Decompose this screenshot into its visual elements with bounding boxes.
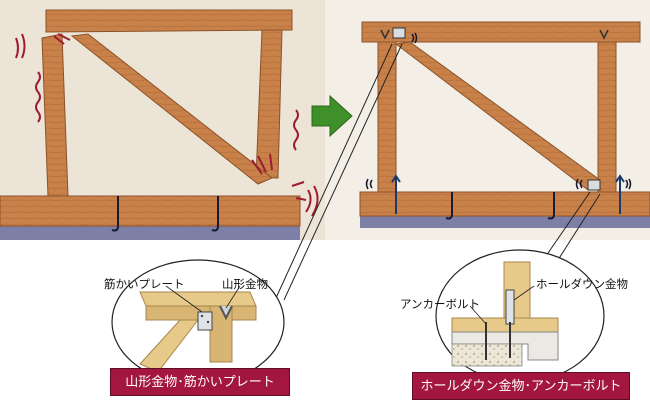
caption-right: ホールダウン金物･アンカーボルト xyxy=(412,372,630,400)
right-foundation xyxy=(360,214,650,228)
left-column-left xyxy=(41,33,69,197)
left-diagonal-brace xyxy=(70,33,273,185)
right-sill xyxy=(359,191,650,217)
right-top-beam xyxy=(361,21,641,43)
left-stress-marks xyxy=(15,33,319,217)
brace-plate-detail xyxy=(197,311,213,331)
brace-plate-bottom xyxy=(587,179,601,191)
right-column-left xyxy=(377,41,397,193)
left-top-beam xyxy=(45,9,293,33)
angle-bracket-top-left xyxy=(380,29,390,40)
left-column-right xyxy=(255,29,283,179)
label-brace-plate: 筋かいプレート xyxy=(104,277,185,291)
right-foundation-bolts xyxy=(445,192,555,220)
angle-bracket-top-right xyxy=(599,29,609,40)
right-reinforced-frame xyxy=(359,21,650,228)
left-foundation xyxy=(0,226,300,240)
label-anchor-bolt: アンカーボルト xyxy=(400,297,481,311)
left-foundation-bolts xyxy=(111,196,219,232)
left-detail-callout xyxy=(111,43,403,385)
left-sill xyxy=(0,195,301,227)
arrow-right-icon xyxy=(311,94,353,138)
right-small-marks xyxy=(365,32,632,190)
caption-left: 山形金物･筋かいプレート xyxy=(110,368,290,396)
right-holdowns xyxy=(391,174,625,214)
right-column-right xyxy=(597,41,617,193)
brace-plate-top xyxy=(392,27,406,39)
left-unreinforced-frame xyxy=(0,9,319,240)
label-holdown: ホールダウン金物 xyxy=(536,277,628,291)
label-angle-bracket: 山形金物 xyxy=(222,277,268,291)
right-detail-callout xyxy=(435,191,605,383)
holdown-detail xyxy=(505,289,515,325)
angle-bracket-detail xyxy=(219,305,233,321)
